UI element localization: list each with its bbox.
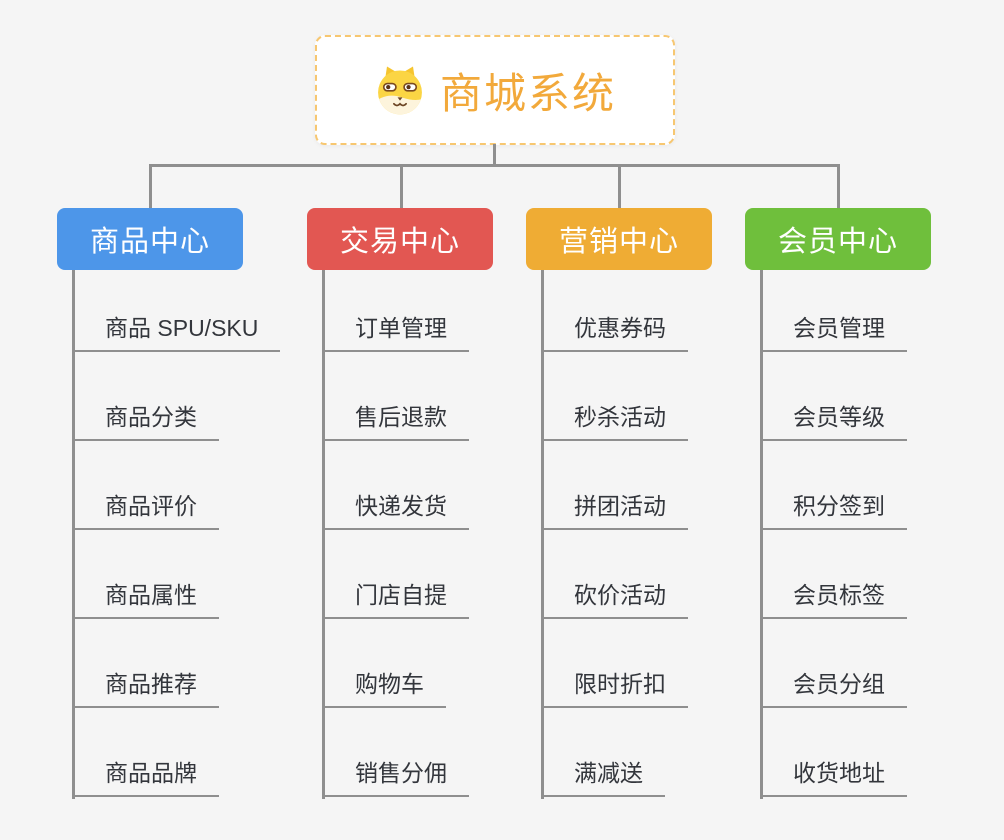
branch-box-marketing-center[interactable]: 营销中心 bbox=[526, 208, 712, 270]
connector-drop-member bbox=[837, 164, 840, 210]
leaf-topic[interactable]: 商品属性 bbox=[73, 576, 219, 619]
leaf-topic[interactable]: 商品推荐 bbox=[73, 665, 219, 708]
leaf-topic[interactable]: 满减送 bbox=[542, 754, 665, 797]
connector-horizontal-line bbox=[149, 164, 840, 167]
leaf-topic[interactable]: 砍价活动 bbox=[542, 576, 688, 619]
branch-box-trade-center[interactable]: 交易中心 bbox=[307, 208, 493, 270]
leaf-topic[interactable]: 售后退款 bbox=[323, 398, 469, 441]
leaf-topic[interactable]: 会员管理 bbox=[761, 309, 907, 352]
leaf-topic[interactable]: 快递发货 bbox=[323, 487, 469, 530]
leaf-topic[interactable]: 购物车 bbox=[323, 665, 446, 708]
branch-trunk-line bbox=[72, 270, 75, 799]
leaf-topic[interactable]: 会员等级 bbox=[761, 398, 907, 441]
branch-trunk-line bbox=[322, 270, 325, 799]
branch-label: 营销中心 bbox=[558, 226, 679, 258]
root-topic-label: 商城系统 bbox=[439, 69, 616, 117]
leaf-topic[interactable]: 优惠券码 bbox=[542, 309, 688, 352]
leaf-topic[interactable]: 商品 SPU/SKU bbox=[73, 309, 281, 352]
leaf-topic[interactable]: 收货地址 bbox=[761, 754, 907, 797]
connector-drop-trade bbox=[400, 164, 403, 210]
branch-member-center: 会员中心 会员管理 会员等级 积分签到 会员标签 会员分组 收货地址 bbox=[745, 208, 1004, 799]
leaf-topic[interactable]: 商品评价 bbox=[73, 487, 219, 530]
branch-box-product-center[interactable]: 商品中心 bbox=[57, 208, 243, 270]
leaf-topic[interactable]: 会员标签 bbox=[761, 576, 907, 619]
branch-label: 会员中心 bbox=[777, 226, 898, 258]
dog-face-icon bbox=[378, 66, 422, 115]
connector-root-stub bbox=[493, 144, 496, 166]
branch-marketing-center: 营销中心 优惠券码 秒杀活动 拼团活动 砍价活动 限时折扣 满减送 bbox=[526, 208, 796, 799]
leaf-topic[interactable]: 订单管理 bbox=[323, 309, 469, 352]
connector-drop-product bbox=[149, 164, 152, 210]
leaf-topic[interactable]: 门店自提 bbox=[323, 576, 469, 619]
connector-drop-marketing bbox=[618, 164, 621, 210]
branch-trunk-line bbox=[541, 270, 544, 799]
leaf-topic[interactable]: 商品品牌 bbox=[73, 754, 219, 797]
leaf-topic[interactable]: 会员分组 bbox=[761, 665, 907, 708]
branch-product-center: 商品中心 商品 SPU/SKU 商品分类 商品评价 商品属性 商品推荐 商品品牌 bbox=[57, 208, 327, 799]
branch-box-member-center[interactable]: 会员中心 bbox=[745, 208, 931, 270]
branch-label: 商品中心 bbox=[89, 226, 210, 258]
branch-label: 交易中心 bbox=[339, 226, 460, 258]
branch-trade-center: 交易中心 订单管理 售后退款 快递发货 门店自提 购物车 销售分佣 bbox=[307, 208, 577, 799]
leaf-topic[interactable]: 商品分类 bbox=[73, 398, 219, 441]
leaf-topic[interactable]: 秒杀活动 bbox=[542, 398, 688, 441]
leaf-topic[interactable]: 拼团活动 bbox=[542, 487, 688, 530]
leaf-topic[interactable]: 销售分佣 bbox=[323, 754, 469, 797]
leaf-topic[interactable]: 积分签到 bbox=[761, 487, 907, 530]
branch-trunk-line bbox=[760, 270, 763, 799]
leaf-topic[interactable]: 限时折扣 bbox=[542, 665, 688, 708]
root-topic[interactable]: 商城系统 bbox=[315, 35, 675, 145]
